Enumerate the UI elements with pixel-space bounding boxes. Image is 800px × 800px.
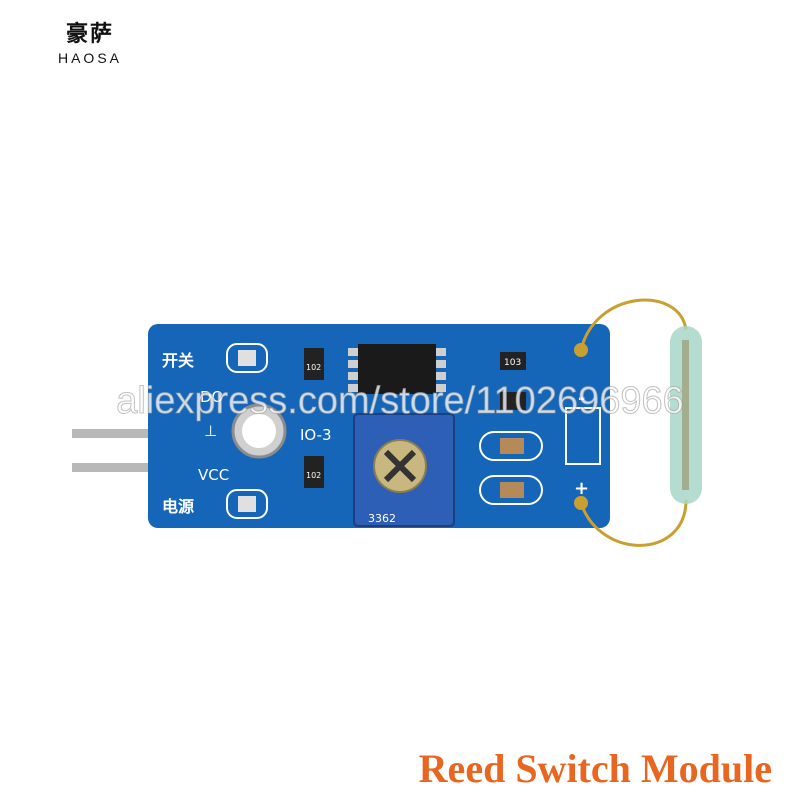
label-gnd: ⊥ (204, 422, 217, 440)
label-minus: - (578, 388, 585, 409)
brand-logo: 豪萨 HAOSA (50, 16, 130, 66)
label-do: DO (200, 388, 223, 406)
label-power: 电源 (162, 497, 194, 516)
comparator-ic (358, 344, 436, 394)
screw-slot (383, 449, 417, 483)
resistor-1 (304, 348, 324, 380)
capacitor-1 (500, 438, 524, 454)
led-bottom-outline (226, 489, 268, 519)
label-pot: 3362 (368, 512, 396, 525)
watermark: aliexpress.com/store/1102696966 (116, 380, 685, 423)
reed-pad-outline (565, 407, 601, 465)
capacitor-2 (500, 482, 524, 498)
brand-name-cn: 豪萨 (65, 22, 114, 47)
caption: Reed Switch Module (418, 746, 772, 791)
label-io: IO-3 (300, 426, 332, 444)
capacitor-2-outline (479, 475, 543, 505)
reed-wire-bottom (579, 499, 688, 547)
led-bottom (238, 496, 256, 512)
capacitor-1-outline (479, 431, 543, 461)
reed-contacts (682, 340, 689, 490)
label-r1: 102 (306, 363, 321, 372)
mounting-hole-inner (242, 414, 276, 448)
silkscreen: 开关 电源 DO ⊥ VCC IO-3 3362 102 102 103 + - (162, 351, 589, 525)
resistor-2 (304, 456, 324, 488)
label-r3: 103 (504, 358, 521, 368)
label-plus: + (574, 478, 589, 499)
reed-wire-top (579, 298, 688, 351)
label-vcc: VCC (198, 466, 229, 484)
resistor-3 (500, 352, 526, 370)
label-r2: 102 (306, 471, 321, 480)
resistor-4 (500, 392, 526, 410)
brand-name-en: HAOSA (57, 50, 122, 66)
ic-pins (348, 348, 446, 392)
label-switch: 开关 (162, 351, 194, 370)
led-top (238, 350, 256, 366)
pin-bottom (72, 463, 172, 472)
led-top-outline (226, 343, 268, 373)
pin-top (72, 429, 172, 438)
